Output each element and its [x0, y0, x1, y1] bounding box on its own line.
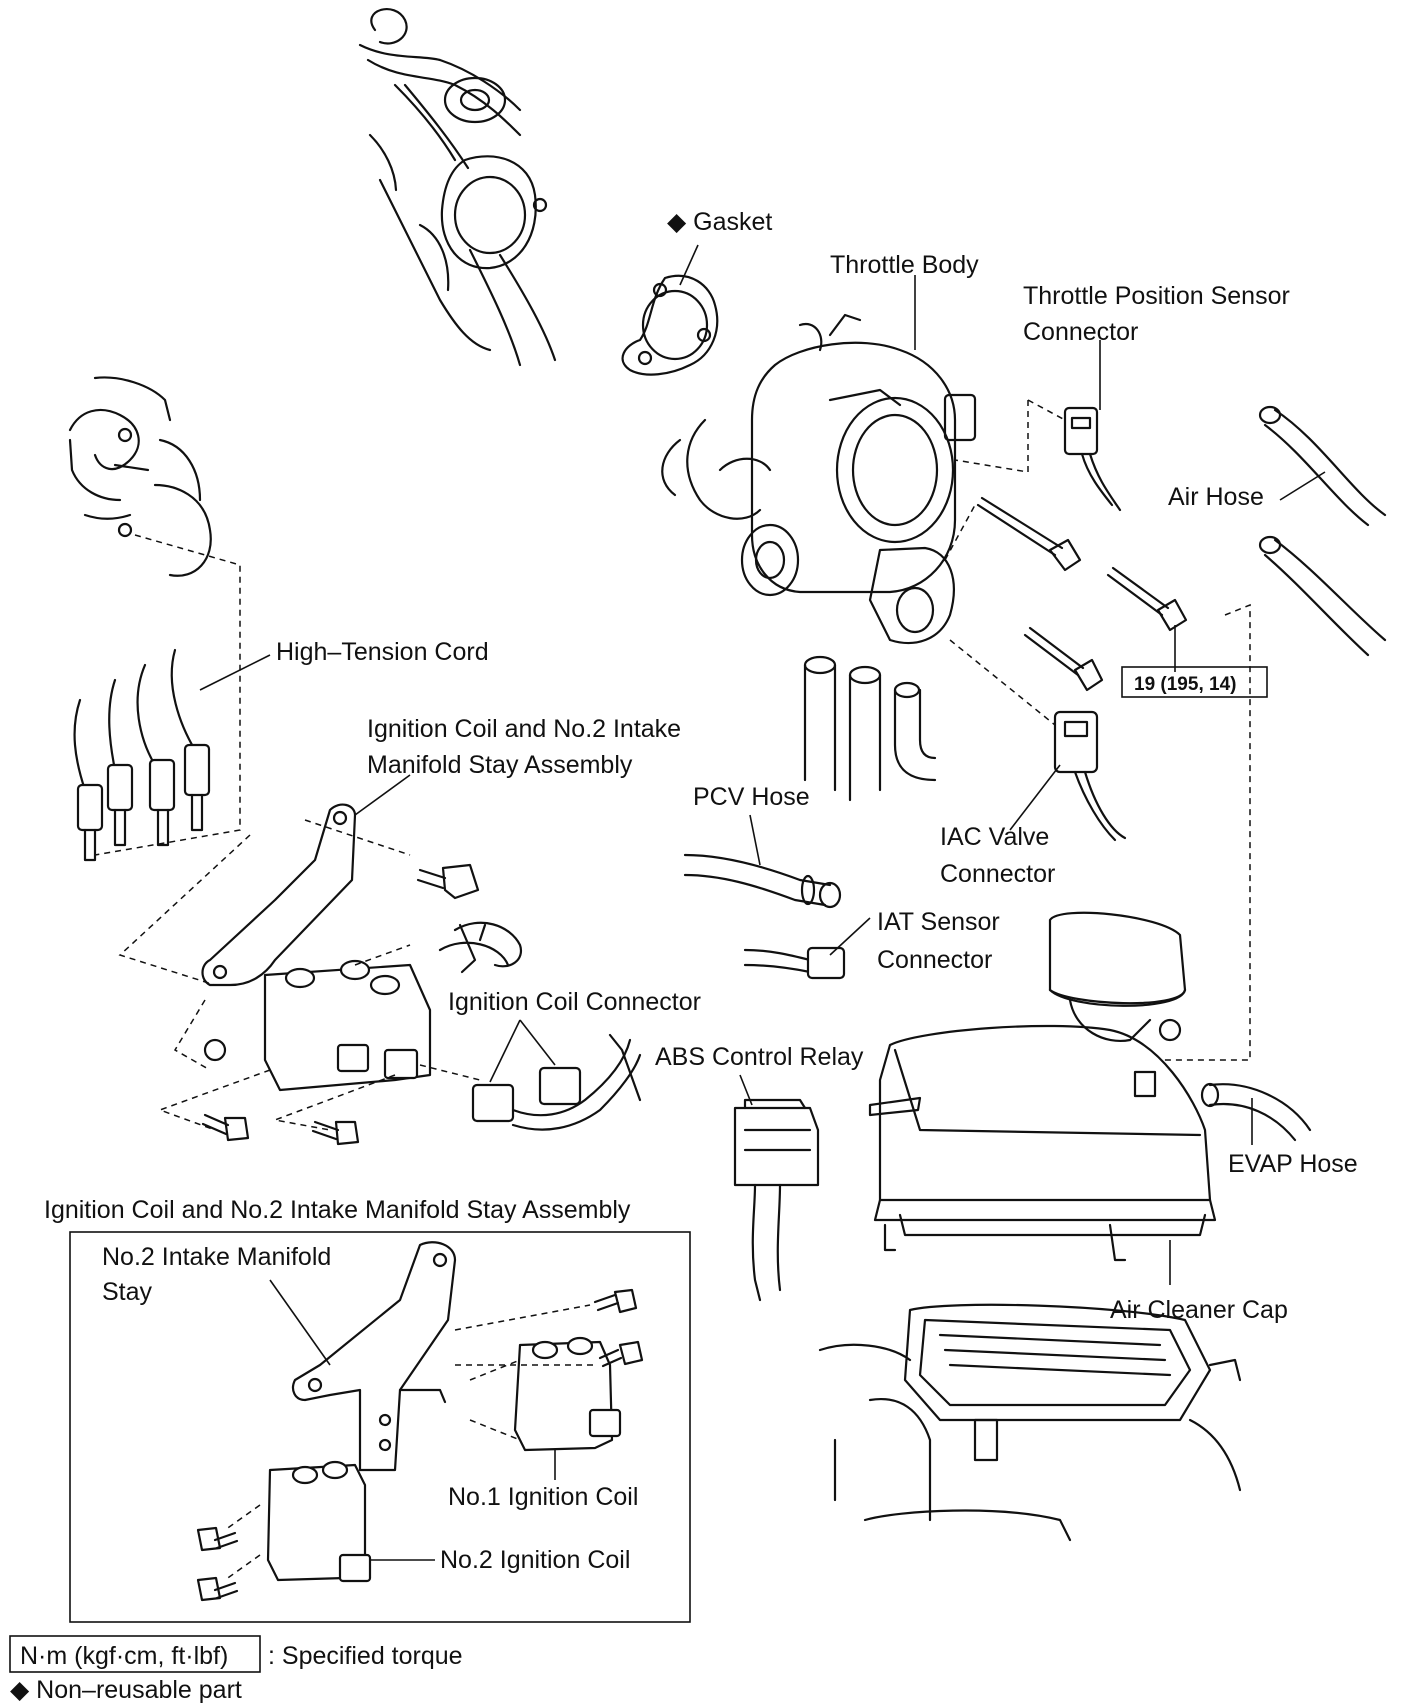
- no2-coil-label: No.2 Ignition Coil: [440, 1546, 630, 1574]
- tps-connector-label-line2: Connector: [1023, 318, 1138, 346]
- iat-sensor-label-line1: IAT Sensor: [877, 908, 1000, 936]
- torque-box: [1121, 666, 1268, 698]
- inset-no2-coil-part: [224, 1460, 435, 1583]
- cylinder-head-drawing: [68, 376, 241, 856]
- throttle-body-label: Throttle Body: [830, 251, 979, 279]
- pcv-hose-label: PCV Hose: [693, 783, 810, 811]
- iat-sensor-connector-part: [743, 917, 871, 980]
- battery-tray-drawing: [818, 1303, 1242, 1542]
- ignition-coil-connector-part: [438, 921, 642, 1131]
- inset-box: [69, 1231, 691, 1623]
- evap-hose-part: [1200, 1082, 1312, 1145]
- stay-label-line1: No.2 Intake Manifold: [102, 1243, 331, 1271]
- iat-sensor-label-line2: Connector: [877, 946, 992, 974]
- legend-torque-unit: N·m (kgf·cm, ft·lbf): [20, 1642, 228, 1670]
- iac-valve-label-line2: Connector: [940, 860, 1055, 888]
- legend-torque-box: [9, 1635, 261, 1673]
- abs-control-relay-label: ABS Control Relay: [655, 1043, 864, 1071]
- throttle-bolts: [944, 496, 1188, 692]
- pcv-hoses-group: [803, 655, 937, 802]
- iac-valve-label-line1: IAC Valve: [940, 823, 1049, 851]
- high-tension-cords-part: [73, 648, 271, 862]
- throttle-body-part: [661, 275, 977, 645]
- legend-torque-text: : Specified torque: [268, 1642, 463, 1670]
- inset-title: Ignition Coil and No.2 Intake Manifold S…: [44, 1196, 631, 1224]
- gasket-label: ◆ Gasket: [667, 208, 772, 236]
- ignition-coil-connector-label: Ignition Coil Connector: [448, 988, 701, 1016]
- intake-manifold-drawing: [358, 8, 557, 367]
- abs-control-relay-part: [733, 1074, 820, 1302]
- stay-label-line2: Stay: [102, 1278, 153, 1306]
- coil-assembly-label-line1: Ignition Coil and No.2 Intake: [367, 715, 681, 743]
- inset-stay-part: [269, 1241, 457, 1472]
- air-cleaner-cap-label: Air Cleaner Cap: [1110, 1296, 1288, 1324]
- air-cleaner-cap-part: [868, 911, 1217, 1285]
- coil-assembly-label-line2: Manifold Stay Assembly: [367, 751, 633, 779]
- tps-connector-part: [954, 340, 1122, 512]
- gasket-part: [621, 244, 719, 376]
- evap-hose-label: EVAP Hose: [1228, 1150, 1358, 1178]
- inset-bolts: [196, 1288, 644, 1602]
- high-tension-cord-label: High–Tension Cord: [276, 638, 489, 666]
- tps-connector-label-line1: Throttle Position Sensor: [1023, 282, 1290, 310]
- iac-valve-connector-part: [949, 639, 1127, 842]
- torque-value-label: 19 (195, 14): [1134, 674, 1236, 695]
- coil-stay-assembly-part: [118, 774, 481, 1131]
- inset-no1-coil-part: [469, 1336, 622, 1480]
- air-hose-label: Air Hose: [1168, 483, 1264, 511]
- no1-coil-label: No.1 Ignition Coil: [448, 1483, 638, 1511]
- air-hose-part: [1258, 405, 1387, 657]
- legend-nonreusable: ◆ Non–reusable part: [10, 1676, 242, 1704]
- coil-bolts: [201, 863, 480, 1146]
- pcv-hose-part: [683, 814, 842, 909]
